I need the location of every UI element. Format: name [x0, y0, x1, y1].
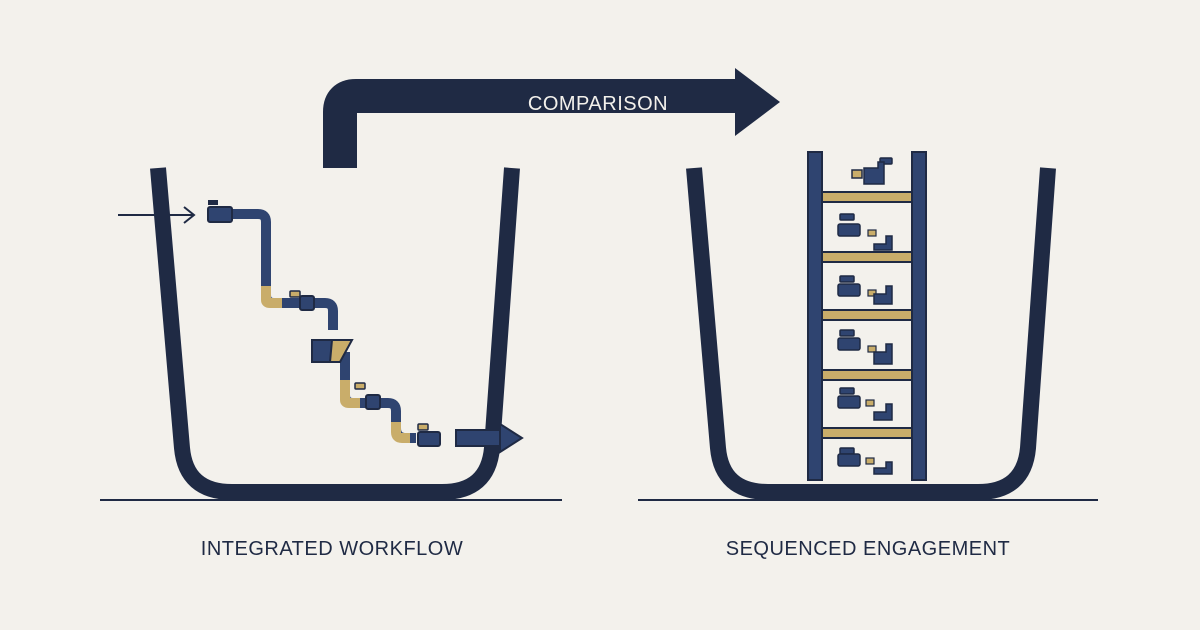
right-bucket: [686, 167, 1056, 500]
valve-icon: [289, 290, 315, 311]
left-bucket: [150, 167, 520, 500]
comparison-label: COMPARISON: [528, 93, 668, 115]
valve-icon: [417, 423, 441, 447]
valve-icon: [207, 200, 233, 223]
ladder-right-rail: [911, 151, 927, 481]
workflow-pipe: [230, 209, 416, 443]
step-component-icon: [837, 329, 893, 365]
right-caption: SEQUENCED ENGAGEMENT: [726, 538, 1010, 560]
step-component-icon: [837, 213, 893, 251]
step-component-icon: [837, 275, 893, 305]
step-component-icon: [837, 447, 893, 475]
left-panel: INTEGRATED WORKFLOW: [100, 167, 562, 560]
step-component-icon: [851, 157, 893, 185]
filter-junction-icon: [311, 339, 354, 363]
output-arrow-icon: [455, 422, 524, 454]
step-component-icon: [837, 387, 893, 421]
comparison-arrow: COMPARISON: [323, 68, 780, 168]
valve-icon: [354, 382, 381, 410]
left-caption: INTEGRATED WORKFLOW: [201, 538, 463, 560]
right-panel: SEQUENCED ENGAGEMENT: [638, 151, 1098, 560]
comparison-arrow-shaft: [323, 79, 745, 168]
ladder-rungs: [814, 191, 914, 439]
comparison-arrow-head: [735, 68, 780, 136]
entry-arrow-icon: [118, 206, 196, 224]
ladder-left-rail: [807, 151, 823, 481]
